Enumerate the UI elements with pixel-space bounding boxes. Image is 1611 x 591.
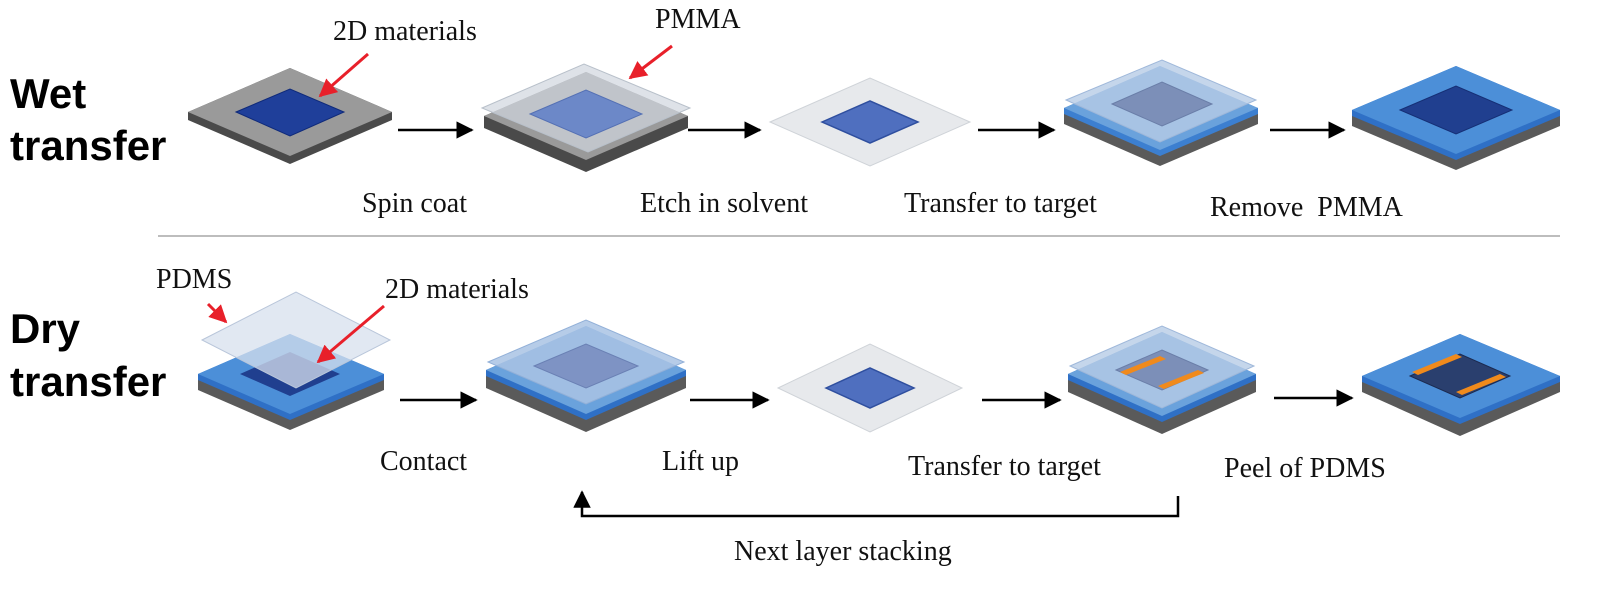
loop-bracket [573,490,1180,518]
dry-title-line2: transfer [10,358,166,405]
wet-stage-substrate-with-material [188,68,392,164]
wet-callout-2d-materials: 2D materials [333,16,477,47]
dry-callout-2d-materials: 2D materials [385,274,529,305]
dry-callout-arrow-pdms [206,302,228,324]
dry-step-label-2: Lift up [662,446,739,477]
wet-title-line2: transfer [10,122,166,169]
dry-step-label-1: Contact [380,446,467,477]
wet-callout-arrow-pmma [628,44,673,80]
dry-callout-pdms: PDMS [156,264,232,295]
dry-stage-on-target [1068,325,1256,434]
dry-step-label-4: Peel of PDMS [1224,453,1386,484]
dry-callout-arrow-materials [316,304,385,364]
wet-callout-arrow-materials [318,52,369,98]
wet-step-label-2: Etch in solvent [640,188,808,219]
dry-stage-final [1362,334,1560,436]
dry-stage-pdms-above [198,291,392,430]
wet-stage-final [1352,66,1560,170]
wet-step-label-4: Remove PMMA [1210,192,1404,223]
wet-title-line1: Wet [10,70,86,117]
dry-step-label-3: Transfer to target [908,451,1101,482]
wet-step-label-1: Spin coat [362,188,467,219]
dry-stage-contact [486,319,686,432]
wet-callout-pmma: PMMA [655,4,741,35]
wet-stage-pmma-film [768,77,972,167]
dry-stage-lifted [776,343,964,433]
wet-stage-pmma-coated [480,63,692,172]
wet-stage-on-target [1064,59,1258,166]
loop-bracket-label: Next layer stacking [734,536,952,567]
wet-step-label-3: Transfer to target [904,188,1097,219]
dry-title-line1: Dry [10,305,81,352]
